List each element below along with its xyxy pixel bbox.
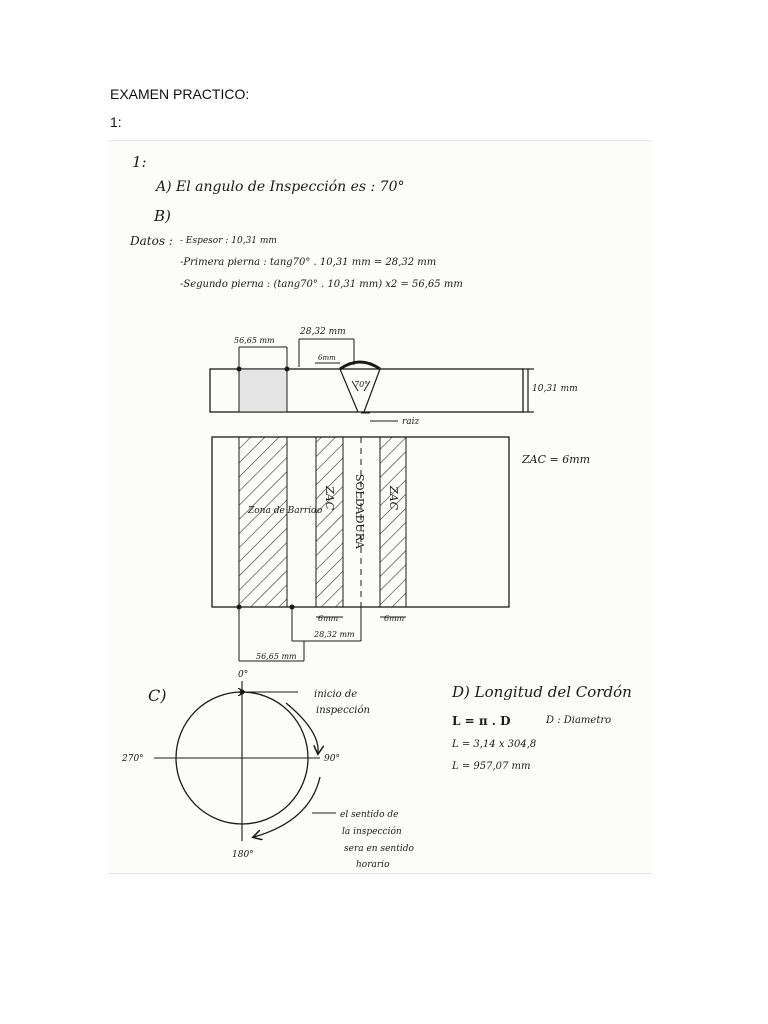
bottom-dimension-6mm-left: 6mm: [318, 614, 339, 623]
weld-cross-section: 70° 28,32 mm 56,65 mm 6mm 10,31 mm raiz: [209, 327, 578, 427]
direction-note-line-1: el sentido de: [340, 810, 398, 820]
primera-pierna-line: -Primera pierna : tang70° . 10,31 mm = 2…: [180, 257, 436, 268]
scanned-handwritten-sheet: 1: A) El angulo de Inspección es : 70° B…: [108, 140, 652, 874]
angle-0-label: 0°: [238, 670, 248, 680]
segunda-pierna-line: -Segundo pierna : (tang70° . 10,31 mm) x…: [180, 279, 463, 290]
bottom-dimension-6mm-right: 6mm: [384, 614, 405, 623]
soldadura-label: SOLDADURA: [353, 474, 366, 550]
sheet-number: 1:: [132, 153, 147, 171]
start-note-line-1: inicio de: [314, 689, 357, 700]
zac-width-note: ZAC = 6mm: [521, 453, 590, 466]
datos-label: Datos :: [129, 234, 173, 248]
exam-title: EXAMEN PRACTICO:: [110, 86, 250, 102]
part-d-cord-length: D) Longitud del Cordón L = π . D D : Dia…: [451, 683, 632, 772]
part-d-calc: L = 3,14 x 304,8: [451, 739, 536, 750]
angle-90-label: 90°: [324, 754, 340, 764]
bottom-dimension-56: 56,65 mm: [256, 652, 297, 661]
part-c-label: C): [148, 686, 166, 705]
question-number: 1:: [110, 114, 122, 130]
angle-270-label: 270°: [121, 754, 144, 764]
direction-note-line-3: sera en sentido: [344, 844, 414, 854]
angle-180-label: 180°: [232, 850, 254, 860]
start-note-line-2: inspección: [316, 705, 370, 716]
part-a-text: A) El angulo de Inspección es : 70°: [154, 179, 405, 195]
bevel-angle-label: 70°: [354, 380, 368, 389]
direction-note-line-2: la inspección: [342, 826, 402, 837]
top-dimension-28: 28,32 mm: [299, 327, 346, 337]
part-d-title: D) Longitud del Cordón: [451, 683, 632, 701]
direction-note-line-4: horario: [356, 860, 390, 870]
zac-right-label: ZAC: [387, 485, 400, 511]
part-b-label: B): [153, 207, 171, 225]
bottom-dimension-28: 28,32 mm: [313, 630, 355, 639]
raiz-label: raiz: [402, 417, 420, 427]
part-d-legend: D : Diametro: [545, 715, 611, 726]
zac-left-label: ZAC: [323, 485, 336, 511]
part-d-formula: L = π . D: [452, 714, 511, 728]
part-c-circle-diagram: C) 0° 270° 90° 180° inicio de inspección…: [121, 670, 414, 870]
zona-barrido-label: Zona de Barrido: [247, 506, 323, 516]
part-d-result: L = 957,07 mm: [451, 761, 531, 772]
top-dimension-56: 56,65 mm: [234, 336, 275, 345]
top-dimension-6mm: 6mm: [318, 354, 336, 362]
thickness-label: 10,31 mm: [532, 384, 578, 394]
espesor-line: - Espesor : 10,31 mm: [180, 236, 277, 246]
weld-top-view: Zona de Barrido ZAC SOLDADURA ZAC ZAC = …: [211, 436, 590, 662]
